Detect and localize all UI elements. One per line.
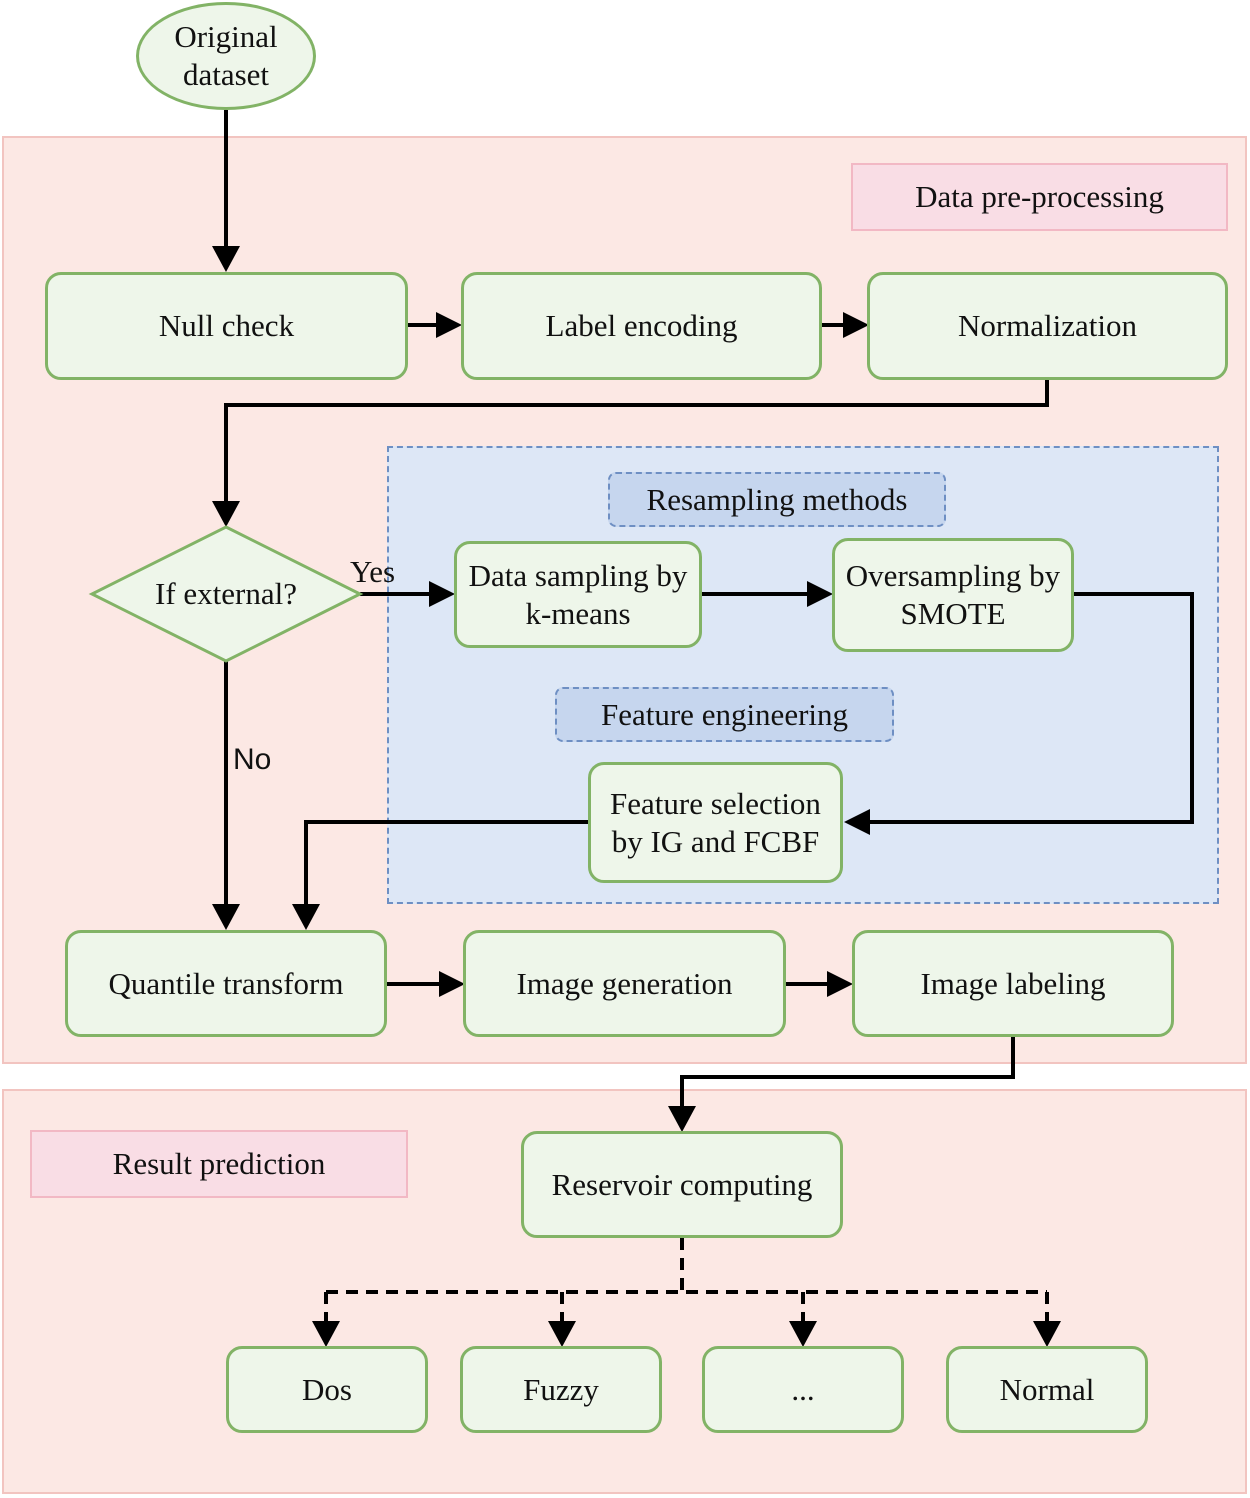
result-prediction-label: Result prediction: [30, 1130, 408, 1198]
normalization-node: Normalization: [867, 272, 1228, 380]
arrowhead: [439, 971, 465, 997]
no-edge-label: No: [233, 743, 272, 776]
oversampling-node: Oversampling by SMOTE: [832, 538, 1074, 652]
arrowhead: [843, 312, 869, 338]
original-dataset-node: Original dataset: [136, 2, 316, 110]
label-encoding-node: Label encoding: [461, 272, 822, 380]
arrowhead: [807, 581, 833, 607]
arrowhead: [668, 1106, 696, 1132]
arrowhead: [212, 501, 240, 527]
yes-edge-label: Yes: [350, 554, 396, 589]
dos-node: Dos: [226, 1346, 428, 1433]
normal-node: Normal: [946, 1346, 1148, 1433]
resampling-methods-label: Resampling methods: [608, 472, 946, 527]
arrowhead: [827, 971, 853, 997]
feature-engineering-label: Feature engineering: [555, 687, 894, 742]
if-external-label: If external?: [155, 576, 297, 611]
reservoir-computing-node: Reservoir computing: [521, 1131, 843, 1238]
arrowhead: [292, 904, 320, 930]
image-generation-node: Image generation: [463, 930, 786, 1037]
image-labeling-node: Image labeling: [852, 930, 1174, 1037]
if-external-diamond: [88, 525, 364, 663]
arrowhead: [548, 1321, 576, 1347]
edge-imagelabel-reservoir: [680, 1037, 1015, 1110]
fuzzy-node: Fuzzy: [460, 1346, 662, 1433]
arrowhead: [436, 312, 462, 338]
quantile-transform-node: Quantile transform: [65, 930, 387, 1037]
arrowhead: [789, 1321, 817, 1347]
arrowhead: [312, 1321, 340, 1347]
edge-featureselection-quantile: [304, 820, 588, 908]
feature-selection-node: Feature selection by IG and FCBF: [588, 762, 843, 883]
arrowhead: [212, 246, 240, 272]
arrowhead: [1033, 1321, 1061, 1347]
data-sampling-node: Data sampling by k-means: [454, 541, 702, 648]
data-preprocessing-label: Data pre-processing: [851, 163, 1228, 231]
null-check-node: Null check: [45, 272, 408, 380]
arrowhead: [212, 904, 240, 930]
ellipsis-node: ...: [702, 1346, 904, 1433]
arrowhead: [844, 809, 870, 835]
arrowhead: [429, 581, 455, 607]
edge-oversampling-featureselection: [866, 592, 1194, 824]
edge-normalization-ifexternal: [224, 380, 1049, 505]
